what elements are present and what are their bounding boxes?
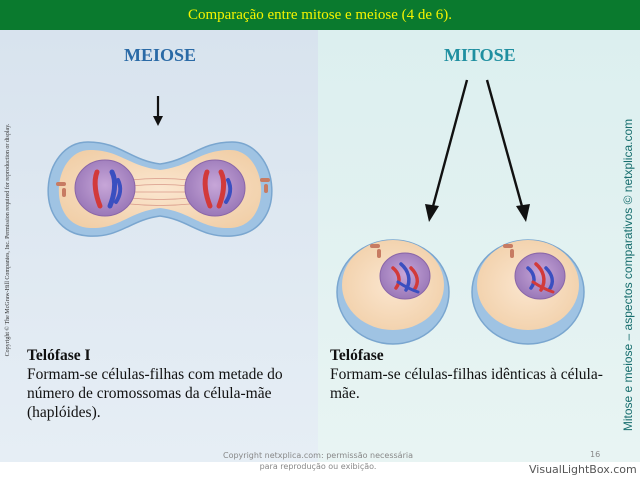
footer-copyright: Copyright netxplica.com: permissão neces… xyxy=(223,451,413,471)
meiose-caption-title: Telófase I xyxy=(27,347,91,364)
watermark: VisualLightBox.com xyxy=(526,462,640,477)
mitose-daughter-cell-2 xyxy=(471,239,585,345)
mitose-arrows xyxy=(425,79,530,222)
meiose-chromosomes-left xyxy=(92,169,123,209)
page-number: 16 xyxy=(590,450,601,459)
meiose-chromosomes-right xyxy=(202,169,233,209)
mitose-caption: Telófase Formam-se células-filhas idênti… xyxy=(330,346,610,403)
meiose-heading: MEIOSE xyxy=(124,45,197,65)
meiose-caption-text: Formam-se células-filhas com metade do n… xyxy=(27,366,283,421)
meiose-telophase-cell xyxy=(47,141,273,237)
meiose-caption: Telófase I Formam-se células-filhas com … xyxy=(27,346,307,422)
slide-title-bar: Comparação entre mitose e meiose (4 de 6… xyxy=(0,0,640,30)
slide-title: Comparação entre mitose e meiose (4 de 6… xyxy=(187,7,453,23)
mitose-heading: MITOSE xyxy=(444,45,516,65)
credit-vertical: Mitose e meiose – aspectos comparativos … xyxy=(621,118,635,432)
meiose-arrow xyxy=(153,96,163,126)
copyright-notice: Copyright © The McGraw-Hill Companies, I… xyxy=(5,123,11,357)
mitose-daughter-cell-1 xyxy=(336,239,450,345)
mitose-caption-text: Formam-se células-filhas idênticas à cél… xyxy=(330,366,603,402)
mitose-caption-title: Telófase xyxy=(330,347,384,364)
